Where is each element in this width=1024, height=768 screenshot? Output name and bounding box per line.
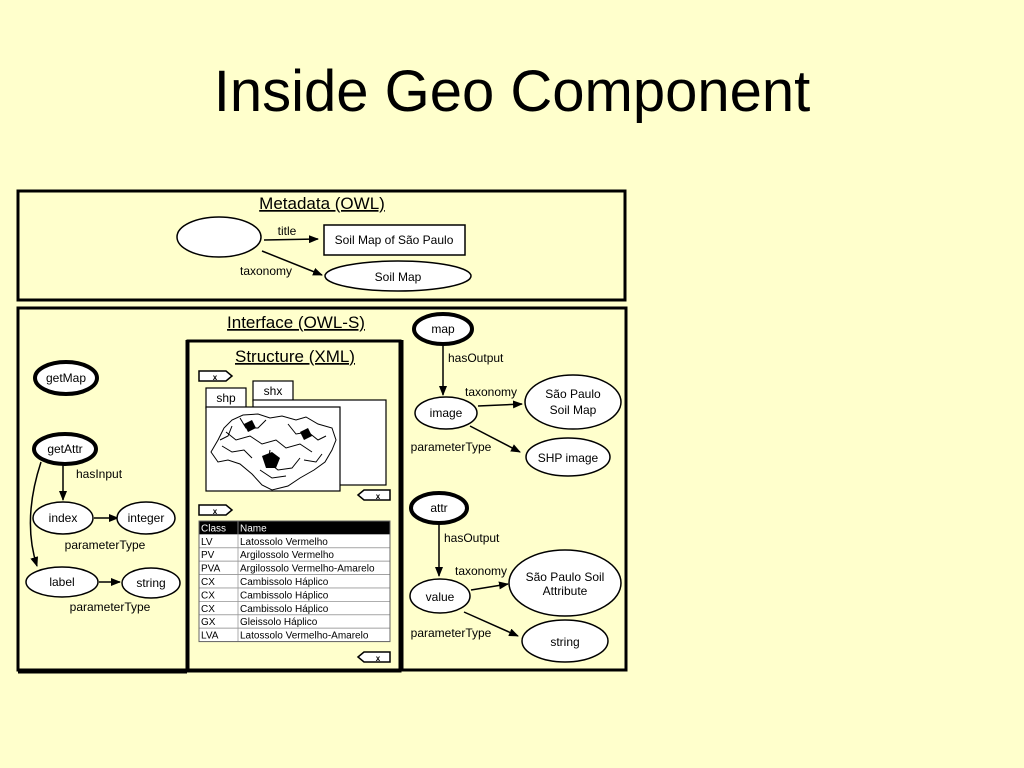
- attr-has-output-label: hasOutput: [444, 531, 500, 545]
- table-cell: Latossolo Vermelho: [240, 537, 328, 548]
- sao-paulo-soil-attribute-line1: São Paulo Soil: [526, 570, 605, 584]
- image-taxonomy-label: taxonomy: [465, 385, 517, 399]
- attr-text: attr: [430, 501, 447, 515]
- xml-tag-bottom: [356, 651, 391, 663]
- shx-tab-text: shx: [264, 384, 283, 398]
- value-taxonomy-label: taxonomy: [455, 564, 507, 578]
- sao-paulo-map-shaded: [244, 420, 312, 468]
- shp-image-node: [525, 437, 611, 477]
- attr-string-text: string: [550, 635, 579, 649]
- table-header-cell: Class: [201, 523, 226, 534]
- taxonomy-edge: [261, 250, 323, 276]
- image-node: [414, 396, 478, 430]
- xml-tag-mid-text: x: [376, 492, 381, 501]
- attr-string-node: [521, 619, 609, 663]
- table-cell: Argilossolo Vermelho-Amarelo: [240, 564, 375, 575]
- parameter-type-label-2: parameterType: [70, 600, 151, 614]
- get-attr-node: [32, 432, 98, 466]
- metadata-heading: Metadata (OWL): [259, 194, 385, 213]
- label-text: label: [49, 575, 74, 589]
- xml-tag-table-start-text: x: [213, 507, 218, 516]
- table-cell: CX: [201, 577, 215, 588]
- xml-tag-top-text: x: [213, 373, 218, 382]
- table-cell: PVA: [201, 564, 221, 575]
- value-parameter-type-edge: [463, 611, 519, 637]
- get-attr-to-label-edge: [29, 461, 42, 567]
- xml-tag-top: [198, 370, 234, 382]
- table-cell: PV: [201, 550, 215, 561]
- map-node: [412, 312, 474, 346]
- table-cell: CX: [201, 590, 215, 601]
- xml-tag-mid: [356, 489, 391, 501]
- value-text: value: [426, 590, 455, 604]
- shp-file-box: [205, 406, 341, 492]
- map-has-output-label: hasOutput: [448, 351, 504, 365]
- title-edge: [263, 235, 319, 244]
- table-cell: Argilossolo Vermelho: [240, 550, 334, 561]
- table-cell: Cambissolo Háplico: [240, 604, 329, 615]
- string-node: [121, 567, 181, 599]
- sao-paulo-soil-map-line2: Soil Map: [550, 403, 597, 417]
- string-text: string: [136, 576, 165, 590]
- structure-panel: [186, 339, 402, 673]
- taxonomy-edge-label: taxonomy: [240, 264, 292, 278]
- title-value-box: [323, 224, 466, 256]
- label-node: [25, 566, 99, 598]
- shp-image-text: SHP image: [538, 451, 599, 465]
- get-map-node: [33, 360, 99, 396]
- table-cell: Gleissolo Háplico: [240, 617, 318, 628]
- image-text: image: [430, 406, 463, 420]
- table-header-row: [199, 521, 390, 535]
- table-cell: Cambissolo Háplico: [240, 590, 329, 601]
- get-attr-text: getAttr: [47, 442, 82, 456]
- attr-node: [409, 491, 469, 525]
- integer-node: [116, 501, 176, 535]
- sao-paulo-soil-map-line1: São Paulo: [545, 387, 601, 401]
- sao-paulo-soil-attribute-line2: Attribute: [543, 584, 588, 598]
- parameter-type-label-1: parameterType: [65, 538, 146, 552]
- metadata-resource-node: [176, 216, 262, 258]
- table-cell: LV: [201, 537, 213, 548]
- table-border: [198, 520, 391, 643]
- image-parameter-type-edge: [469, 425, 521, 453]
- interface-heading: Interface (OWL-S): [227, 313, 365, 332]
- has-input-label: hasInput: [76, 467, 123, 481]
- xml-tag-bottom-text: x: [376, 654, 381, 663]
- table-cell: Cambissolo Háplico: [240, 577, 329, 588]
- title-edge-label: title: [278, 224, 297, 238]
- value-parameter-type-label: parameterType: [411, 626, 492, 640]
- value-node: [409, 578, 471, 614]
- table-cell: Latossolo Vermelho-Amarelo: [240, 631, 369, 642]
- index-text: index: [49, 511, 78, 525]
- structure-heading: Structure (XML): [235, 347, 355, 366]
- table-cell: GX: [201, 617, 216, 628]
- integer-text: integer: [128, 511, 165, 525]
- title-value-text: Soil Map of São Paulo: [335, 233, 454, 247]
- table-cell: CX: [201, 604, 215, 615]
- get-map-text: getMap: [46, 371, 86, 385]
- value-taxonomy-edge: [470, 581, 509, 591]
- table-cell: LVA: [201, 631, 219, 642]
- slide-title: Inside Geo Component: [213, 59, 811, 124]
- metadata-panel: [16, 189, 627, 302]
- taxonomy-value-text: Soil Map: [375, 270, 422, 284]
- taxonomy-value-node: [324, 260, 472, 292]
- xml-tag-table-start: [198, 504, 234, 516]
- map-text: map: [431, 322, 455, 336]
- index-node: [32, 501, 94, 535]
- image-taxonomy-edge: [477, 400, 523, 409]
- image-parameter-type-label: parameterType: [411, 440, 492, 454]
- shp-tab-text: shp: [216, 391, 236, 405]
- table-header-cell: Name: [240, 523, 267, 534]
- sao-paulo-soil-attribute-node: [508, 549, 622, 617]
- sao-paulo-soil-map-node: [524, 374, 622, 430]
